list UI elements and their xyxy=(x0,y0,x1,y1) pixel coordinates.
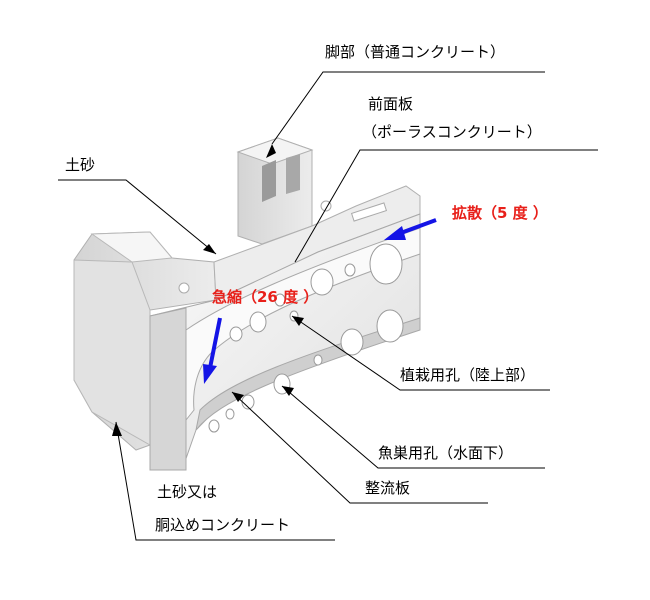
leader-flow-plate xyxy=(231,391,488,504)
planting-holes xyxy=(229,243,403,342)
label-fill-line2: 胴込めコンクリート xyxy=(155,516,291,534)
arrowhead-fish xyxy=(282,386,294,396)
arrowhead-flow xyxy=(232,392,244,402)
diffusion-arrow-head xyxy=(384,226,406,240)
label-flow-plate: 整流板 xyxy=(365,479,411,497)
leg-slot-right xyxy=(286,154,300,194)
diffusion-arrow-shaft xyxy=(397,218,437,236)
label-fish-hole: 魚巣用孔（水面下） xyxy=(378,444,514,462)
label-leg: 脚部（普通コンクリート） xyxy=(325,43,506,61)
label-contraction: 急縮（26 度 ） xyxy=(212,288,319,306)
leader-lines xyxy=(58,71,598,541)
label-diffusion: 拡散（5 度 ） xyxy=(452,204,548,222)
label-fill-line1: 土砂又は xyxy=(157,483,218,501)
arrowhead-fill xyxy=(112,422,122,436)
left-wing xyxy=(73,231,217,451)
label-planting-hole: 植栽用孔（陸上部） xyxy=(400,366,536,384)
leader-leg xyxy=(271,71,545,145)
arrowhead-leg xyxy=(266,144,276,158)
fish-holes xyxy=(208,309,404,433)
leg-part xyxy=(236,137,314,245)
arrowhead-planting xyxy=(292,316,304,326)
leader-front-plate xyxy=(294,149,598,263)
contraction-arrow-shaft xyxy=(208,317,222,369)
label-front-plate-line2: （ポーラスコンクリート） xyxy=(362,123,542,141)
top-body xyxy=(213,185,421,301)
leader-arrowheads xyxy=(112,144,304,436)
leader-planting-hole xyxy=(291,315,550,391)
flow-arrows xyxy=(203,218,437,384)
leader-fish-hole xyxy=(281,385,545,469)
contraction-arrow-head xyxy=(203,364,217,384)
leader-fill xyxy=(115,421,335,541)
arrowhead-soil xyxy=(203,244,216,254)
label-front-plate-line1: 前面板 xyxy=(368,95,414,113)
label-soil: 土砂 xyxy=(65,156,96,174)
leader-soil xyxy=(58,179,217,255)
leg-slot-left xyxy=(262,160,276,202)
front-plate xyxy=(149,213,421,471)
